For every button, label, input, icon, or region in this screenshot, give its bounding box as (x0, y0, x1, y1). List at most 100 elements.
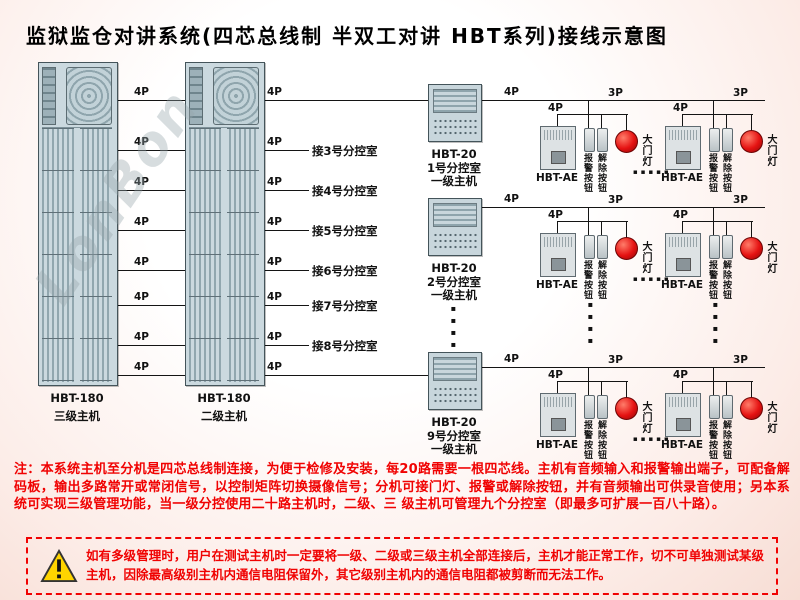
alarm-button-label: 报警按钮 (707, 420, 717, 460)
wire-label-4p: 4P (548, 209, 564, 221)
wire-label-3p: 3P (608, 194, 624, 206)
terminal-model-label: HBT-AE (660, 172, 704, 184)
hbt-ae-unit (540, 233, 576, 277)
wire-h (263, 305, 309, 306)
wire-label-3p: 3P (733, 87, 749, 99)
release-button-label: 解除按钮 (721, 260, 731, 300)
rack2-model-label: HBT-180 (197, 391, 251, 405)
wire-label-4p: 4P (267, 331, 283, 343)
button-grid (433, 386, 477, 405)
gate-light (740, 237, 763, 260)
release-button-label: 解除按钮 (721, 153, 731, 193)
wire-label-4p: 4P (134, 86, 150, 98)
alarm-button (584, 128, 595, 152)
rack-module-grid (42, 127, 112, 382)
wire-label-4p: 4P (134, 176, 150, 188)
terminal-group: 3P 4P 报警按钮 解除按钮 大门灯 HBT-AE (536, 87, 652, 200)
wire-label-4p: 4P (504, 353, 520, 365)
wire-label-4p: 4P (134, 331, 150, 343)
wire-label-3p: 3P (733, 354, 749, 366)
wire-v (751, 114, 752, 132)
grille-icon (544, 397, 572, 407)
wire-v (751, 381, 752, 399)
alarm-button (584, 235, 595, 259)
wire-v (682, 221, 683, 233)
wire-h (480, 367, 765, 368)
wire-v (601, 381, 602, 397)
grille-icon (544, 130, 572, 140)
host3-model-label: HBT-20 (431, 415, 477, 429)
wire-h (480, 207, 765, 208)
rack-level3-host (38, 62, 118, 386)
mic-icon (551, 151, 566, 164)
wire-label-4p: 4P (267, 256, 283, 268)
wire-label-4p: 4P (267, 361, 283, 373)
wire-v (601, 221, 602, 237)
host3-level-label: 一级主机 (431, 442, 477, 456)
ellipsis-vertical: ▪▪▪▪ (711, 300, 720, 348)
wire-label-4p: 4P (134, 291, 150, 303)
wire-label-4p: 4P (267, 176, 283, 188)
gate-light (740, 397, 763, 420)
grille-icon (669, 130, 697, 140)
hbt-ae-unit (665, 126, 701, 170)
mic-icon (676, 151, 691, 164)
wire-v (626, 381, 627, 399)
wire-h (263, 190, 309, 191)
alarm-button-label: 报警按钮 (582, 260, 592, 300)
gate-light-label: 大门灯 (765, 241, 776, 274)
wire-v (626, 221, 627, 239)
hbt-ae-unit (540, 126, 576, 170)
speaker-icon (433, 357, 477, 381)
terminal-group: 3P 4P 报警按钮 解除按钮 大门灯 HBT-AE (661, 354, 777, 467)
wire-h (116, 230, 185, 231)
wire-label-4p: 4P (504, 86, 520, 98)
wire-h (480, 100, 765, 101)
gate-light (615, 130, 638, 153)
branch-label-room6: 接6号分控室 (312, 264, 378, 278)
gate-light-label: 大门灯 (640, 401, 651, 434)
hbt-ae-unit (665, 233, 701, 277)
system-note: 注：本系统主机至分机是四芯总线制连接，为便于检修及安装，每20路需要一根四芯线。… (14, 462, 790, 512)
wire-label-4p: 4P (504, 193, 520, 205)
wire-v (626, 114, 627, 132)
wire-h (682, 221, 753, 222)
wire-h (116, 345, 185, 346)
wire-v (682, 381, 683, 393)
wire-label-4p: 4P (267, 291, 283, 303)
wire-h (263, 100, 428, 101)
host1-model-label: HBT-20 (431, 147, 477, 161)
release-button-label: 解除按钮 (596, 153, 606, 193)
wire-label-4p: 4P (134, 256, 150, 268)
wire-label-4p: 4P (134, 136, 150, 148)
host1-room-label: 1号分控室 (426, 161, 481, 175)
wire-h (263, 270, 309, 271)
rack-level2-host (185, 62, 265, 386)
gate-light-label: 大门灯 (640, 241, 651, 274)
wire-label-3p: 3P (733, 194, 749, 206)
wire-v (726, 114, 727, 130)
wire-v (557, 381, 558, 393)
ellipsis-vertical: ▪▪▪▪ (449, 304, 458, 352)
speaker-icon (213, 67, 259, 125)
terminal-model-label: HBT-AE (535, 172, 579, 184)
mic-icon (551, 418, 566, 431)
grille-icon (669, 237, 697, 247)
terminal-model-label: HBT-AE (660, 439, 704, 451)
wire-label-3p: 3P (608, 354, 624, 366)
release-button-label: 解除按钮 (721, 420, 731, 460)
host-hbt20-room2 (428, 198, 482, 256)
terminal-model-label: HBT-AE (535, 279, 579, 291)
speaker-icon (433, 203, 477, 227)
host3-room-label: 9号分控室 (426, 429, 481, 443)
alarm-button (709, 235, 720, 259)
release-button (722, 235, 733, 259)
host1-level-label: 一级主机 (431, 174, 477, 188)
wire-label-4p: 4P (134, 216, 150, 228)
mic-icon (551, 258, 566, 271)
mic-icon (676, 258, 691, 271)
host-hbt20-room9 (428, 352, 482, 410)
wire-h (557, 114, 628, 115)
alarm-button (709, 395, 720, 419)
branch-label-room7: 接7号分控室 (312, 299, 378, 313)
